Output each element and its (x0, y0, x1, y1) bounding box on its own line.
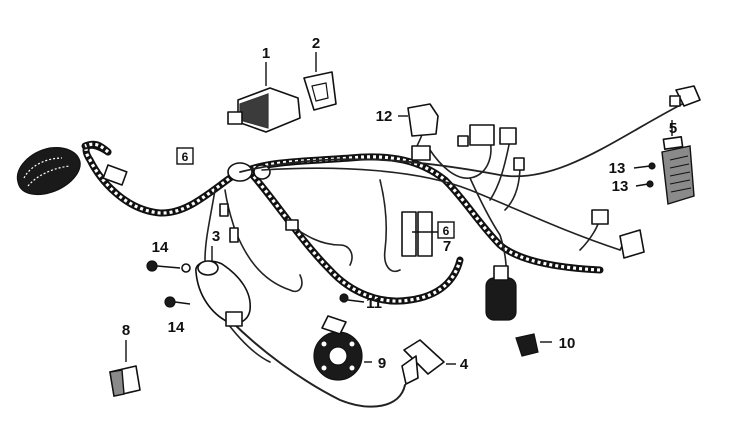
svg-text:6: 6 (443, 224, 450, 238)
left-main-connector (16, 147, 128, 196)
callout-3: 3 (212, 228, 220, 245)
connectors-right (591, 209, 645, 259)
part-9-horn (313, 315, 372, 381)
connectors-top-center (457, 124, 525, 171)
callout-5: 5 (669, 120, 677, 137)
condenser (485, 265, 517, 321)
connector-top-right (669, 85, 701, 107)
part-5-regulator (661, 120, 695, 205)
callout-13-upper: 13 (609, 160, 626, 177)
callout-7: 7 (443, 238, 451, 255)
svg-text:6: 6 (182, 150, 189, 164)
callout-11: 11 (366, 295, 382, 312)
boxed-ref-6a: 6 (176, 147, 194, 165)
screw-11 (339, 293, 365, 303)
part-8-flasher (109, 340, 141, 397)
callout-8: 8 (122, 322, 130, 339)
part-1-unit (227, 62, 301, 133)
callout-9: 9 (378, 355, 386, 372)
callout-12: 12 (376, 108, 393, 125)
callout-13-lower: 13 (612, 178, 629, 195)
callout-10: 10 (559, 335, 576, 352)
part-7-holder (401, 211, 440, 257)
screws-14 (146, 260, 191, 308)
part-4-plug-cap (401, 339, 456, 385)
callout-14-upper: 14 (152, 239, 169, 256)
callout-14-lower: 14 (168, 319, 185, 336)
callout-6: 6 (181, 148, 189, 165)
callout-1: 1 (262, 45, 270, 62)
part-10-cap (515, 333, 552, 357)
boxed-ref-6b: 6 (437, 221, 455, 239)
thin-wires (204, 99, 691, 408)
connectors-misc (219, 203, 299, 243)
part-2-bracket (303, 52, 337, 111)
part-12-relay (398, 103, 439, 161)
callout-4: 4 (460, 356, 469, 373)
callout-2: 2 (312, 35, 320, 52)
part-3-coil (195, 246, 251, 327)
screws-13 (633, 162, 656, 188)
